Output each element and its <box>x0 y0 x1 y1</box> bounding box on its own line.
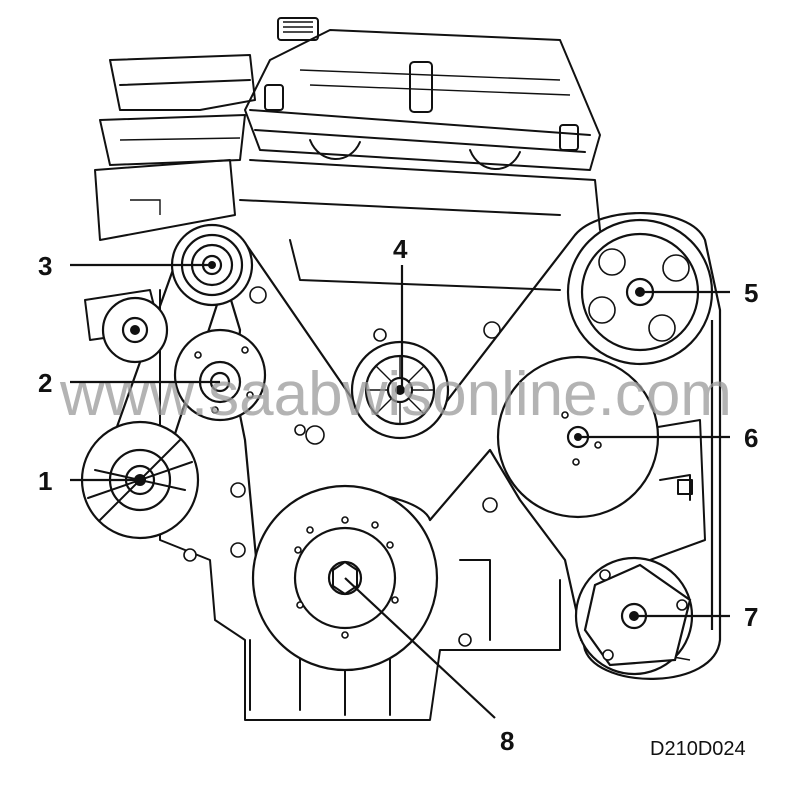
watermark-text: www.saabwisonline.com <box>59 360 732 429</box>
callout-2: 2 <box>38 368 52 398</box>
engine-block <box>84 17 706 721</box>
callout-4: 4 <box>393 234 408 264</box>
callout-8: 8 <box>500 726 514 756</box>
callout-leaders <box>70 263 730 719</box>
callout-6: 6 <box>744 423 758 453</box>
pulley-4 <box>350 340 450 440</box>
callout-5: 5 <box>744 278 758 308</box>
pulley-2 <box>173 328 267 422</box>
callout-3: 3 <box>38 251 52 281</box>
callout-7: 7 <box>744 602 758 632</box>
pulley-aux <box>101 296 169 364</box>
callout-1: 1 <box>38 466 52 496</box>
figure-code: D210D024 <box>650 738 746 760</box>
